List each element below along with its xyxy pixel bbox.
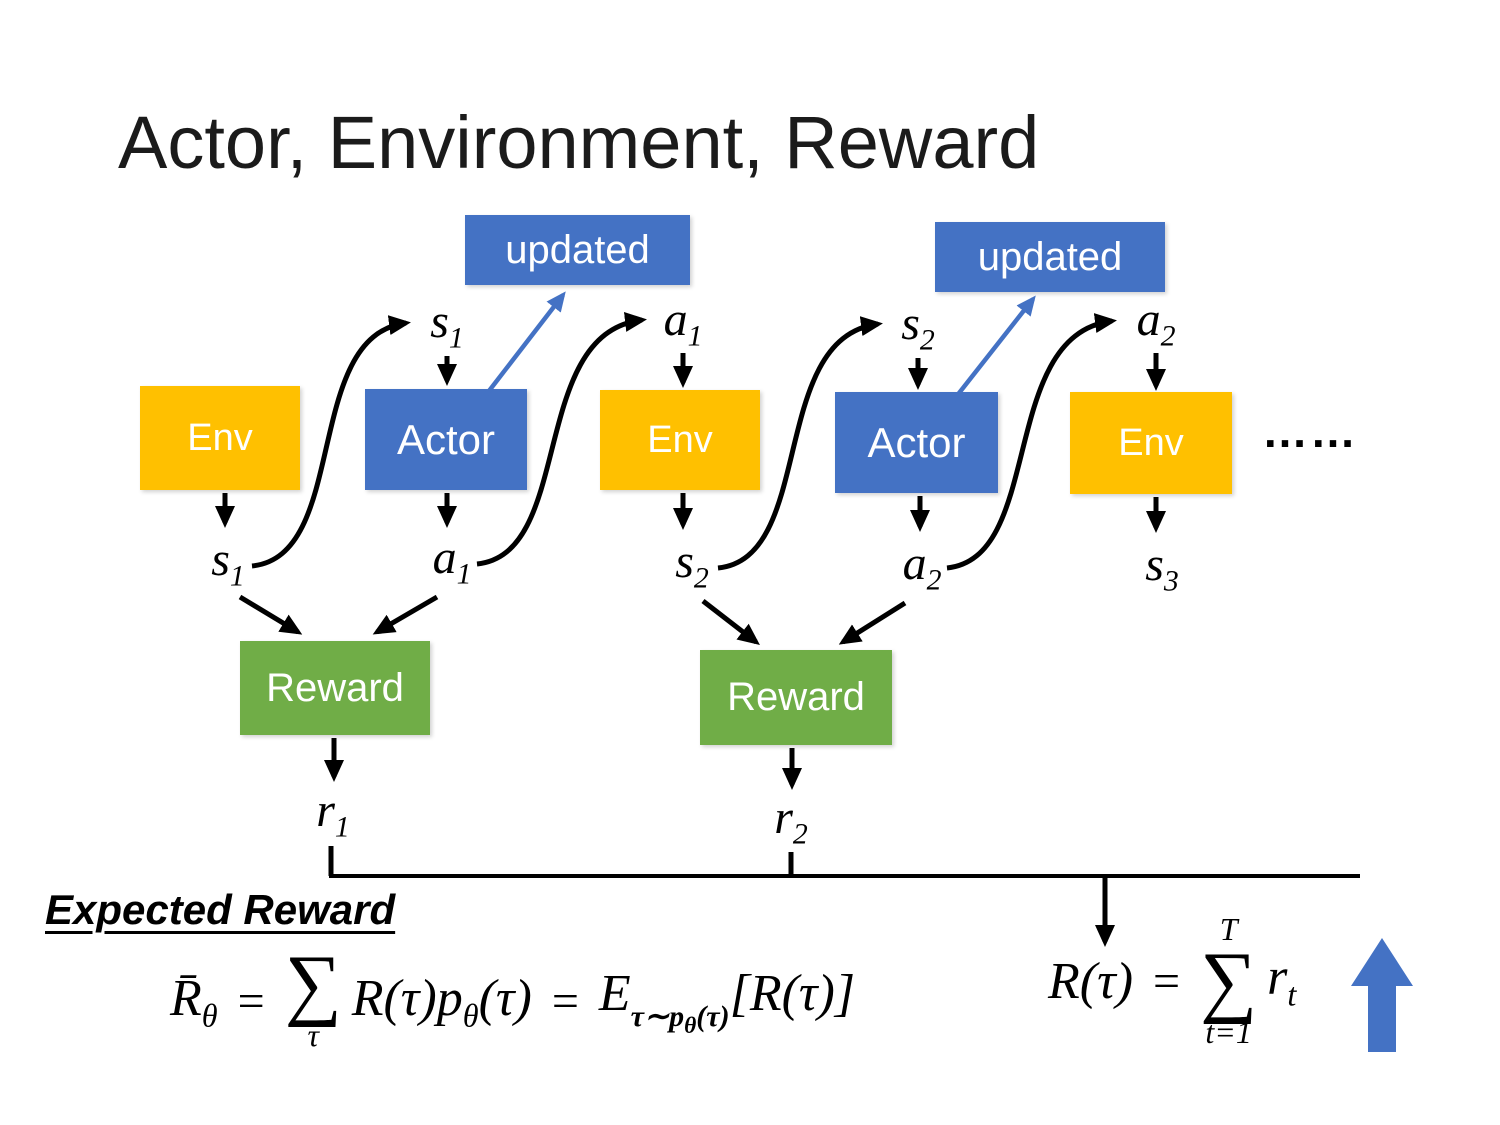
formula2-equals: = [1153, 954, 1181, 1008]
label-s3-bottom-sub: 3 [1163, 564, 1179, 598]
formula2-sum-symbol: ∑ [1200, 937, 1258, 1026]
arrow-a2-to-reward2 [838, 600, 907, 645]
continuation-ellipsis: …… [1262, 405, 1358, 457]
env-box-1: Env [140, 386, 300, 490]
env-box-3: Env [1070, 392, 1232, 494]
updated-box-1: updated [465, 215, 690, 285]
label-s1-bottom-base: s [211, 533, 230, 586]
return-formula: R(τ) = T ∑ t=1 rt [1048, 911, 1296, 1051]
label-s1-top: s1 [430, 294, 464, 356]
label-s1-bottom: s1 [211, 532, 245, 594]
formula1-sum-symbol: ∑ [284, 940, 342, 1028]
increase-arrow-icon [1351, 938, 1413, 1052]
label-s2-top: s2 [901, 296, 935, 358]
label-s2-bottom: s2 [675, 534, 709, 596]
formula2-term-sub: t [1287, 976, 1297, 1013]
label-s2-top-base: s [901, 297, 920, 350]
formula1-term: R(τ)pθ(τ) [352, 969, 532, 1034]
label-s1-top-sub: 1 [448, 321, 464, 355]
label-r2-sub: 2 [792, 817, 808, 851]
formula1-sum: ∑ τ [284, 940, 342, 1053]
actor-box-1-label: Actor [396, 415, 496, 463]
label-a1-bottom-sub: 1 [456, 557, 472, 591]
label-a2-bottom: a2 [903, 536, 942, 598]
label-a1-bottom-base: a [432, 531, 457, 584]
reward-box-1: Reward [240, 641, 430, 735]
label-a1-bottom: a1 [433, 530, 472, 592]
label-r1-base: r [316, 784, 335, 837]
updated-box-2-label: updated [977, 234, 1123, 279]
formula2-sum-under: t=1 [1205, 1014, 1252, 1051]
formula2-sum-over: T [1219, 911, 1238, 947]
label-r1: r1 [316, 783, 350, 845]
formula1-expectation-sub-head: τ∼p [630, 999, 685, 1033]
label-s2-top-sub: 2 [919, 323, 935, 357]
updated-box-1-label: updated [505, 227, 650, 272]
formula1-expectation-sub-theta: θ [684, 1012, 697, 1039]
label-a1-top: a1 [664, 292, 703, 354]
formula1-expectation: Eτ∼pθ(τ)[R(τ)] [599, 964, 855, 1040]
formula1-expectation-sub-tail: (τ) [696, 999, 730, 1033]
formula1-term-head: R(τ)p [351, 969, 463, 1027]
formula1-term-tail: (τ) [478, 969, 532, 1027]
label-r1-sub: 1 [334, 810, 350, 844]
reward-box-1-label: Reward [266, 665, 404, 710]
arrow-a1-to-reward1 [372, 594, 439, 635]
label-a2-top: a2 [1137, 292, 1176, 354]
formula1-equals-2: = [551, 975, 579, 1029]
env-box-2-label: Env [647, 418, 713, 461]
formula1-sum-under: τ [307, 1017, 319, 1053]
label-a1-top-sub: 1 [687, 319, 703, 353]
formula1-lhs-base: R̄ [170, 969, 202, 1027]
formula2-lhs: R(τ) [1048, 952, 1134, 1010]
arrow-s1-to-reward1 [238, 594, 303, 635]
label-r2-base: r [774, 791, 793, 844]
expected-reward-heading: Expected Reward [45, 886, 396, 933]
label-a2-bottom-sub: 2 [926, 563, 942, 597]
formula2-term-base: r [1267, 949, 1288, 1007]
formula1-bracket-term: [R(τ)] [729, 964, 856, 1022]
env-box-1-label: Env [187, 416, 253, 459]
label-a2-top-sub: 2 [1160, 319, 1176, 353]
label-s1-bottom-sub: 1 [229, 559, 245, 593]
formula1-lhs-sub: θ [201, 997, 218, 1034]
formula1-term-sub: θ [462, 997, 479, 1034]
formula1-expectation-E: E [598, 964, 631, 1022]
label-s1-top-base: s [430, 295, 449, 348]
expected-reward-formula: R̄θ = ∑ τ R(τ)pθ(τ) = Eτ∼pθ(τ)[R(τ)] [170, 940, 855, 1053]
actor-box-2-label: Actor [867, 418, 966, 466]
reward-box-2: Reward [700, 650, 892, 745]
formula1-lhs: R̄θ [170, 969, 218, 1034]
formula1-expectation-sub: τ∼pθ(τ) [630, 999, 730, 1039]
actor-box-2: Actor [835, 392, 998, 493]
formula1-equals-1: = [237, 975, 265, 1029]
label-s3-bottom: s3 [1145, 537, 1179, 599]
label-r2: r2 [774, 790, 808, 852]
actor-box-1: Actor [365, 389, 527, 490]
arrow-s2-to-reward2 [701, 599, 760, 646]
page-title: Actor, Environment, Reward [118, 101, 1040, 184]
label-s3-bottom-base: s [1145, 538, 1164, 591]
label-s2-bottom-sub: 2 [693, 561, 709, 595]
arrow-actor1-to-updated [480, 291, 566, 402]
label-a2-top-base: a [1136, 293, 1161, 346]
label-a1-top-base: a [663, 293, 688, 346]
env-box-2: Env [600, 390, 760, 490]
label-a2-bottom-base: a [902, 537, 927, 590]
formula2-term: rt [1267, 948, 1296, 1013]
arrow-actor2-to-updated [950, 295, 1036, 404]
formula2-sum: T ∑ t=1 [1200, 911, 1258, 1051]
label-s2-bottom-base: s [675, 535, 694, 588]
reward-box-2-label: Reward [727, 675, 865, 719]
env-box-3-label: Env [1118, 421, 1184, 464]
updated-box-2: updated [935, 222, 1165, 292]
